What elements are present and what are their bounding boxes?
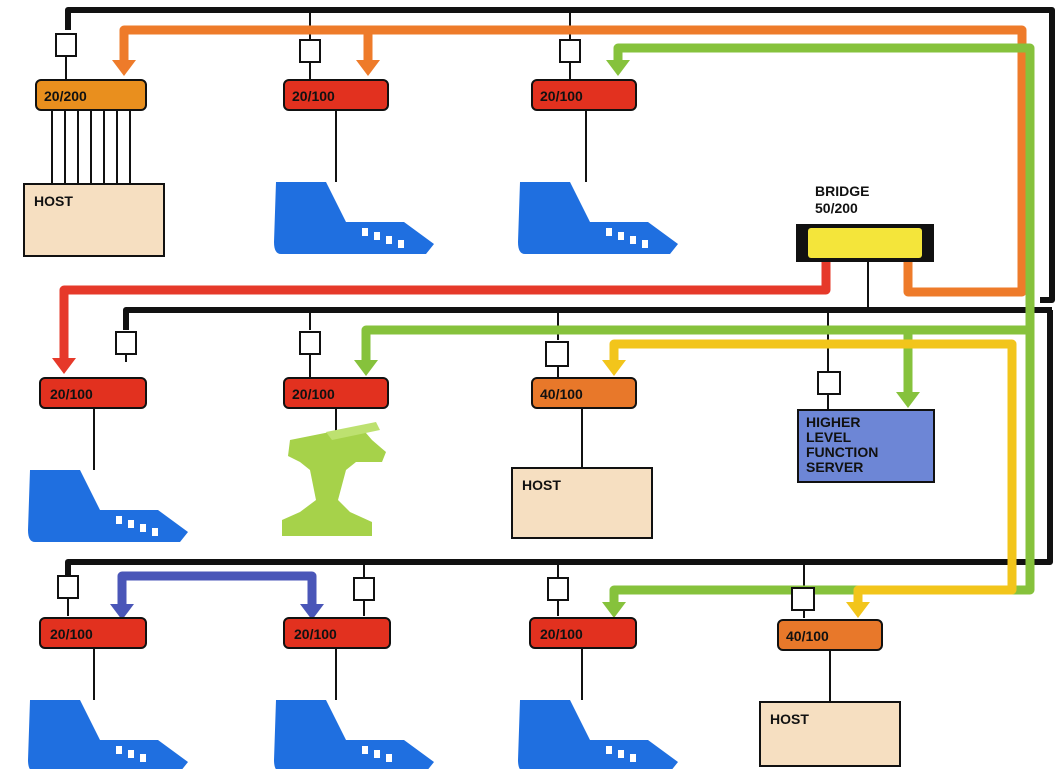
- unit-8: 20/100: [283, 617, 391, 649]
- server-label-line1: HIGHER: [806, 414, 860, 430]
- yellow-path: [609, 339, 1017, 605]
- keyboard-terminal-icon: [274, 182, 434, 254]
- unit-label: 20/100: [292, 88, 335, 104]
- host-1: HOST: [23, 183, 165, 257]
- host-label: HOST: [34, 193, 73, 209]
- server-label-line3: FUNCTION: [806, 444, 878, 460]
- host-2: HOST: [511, 467, 653, 539]
- bus-taps: [55, 33, 841, 611]
- bus-top: [65, 7, 1055, 303]
- green-path: [609, 43, 1035, 605]
- bus-tap-icon: [547, 577, 569, 601]
- arrow-head-icon: [354, 360, 378, 376]
- arrow-heads: [52, 60, 920, 620]
- arrow-head-icon: [52, 358, 76, 374]
- unit-label: 20/200: [44, 88, 87, 104]
- bus-tap-icon: [115, 331, 137, 355]
- keyboard-terminal-icon: [28, 700, 188, 769]
- unit-2: 20/100: [283, 79, 389, 111]
- orange-path: [119, 25, 1027, 297]
- bus-tap-icon: [559, 39, 581, 63]
- server-label-line2: LEVEL: [806, 429, 852, 445]
- unit-10: 40/100: [777, 619, 883, 651]
- arrow-head-icon: [846, 602, 870, 618]
- terminal-key-details: [116, 228, 648, 762]
- unit-5: 20/100: [283, 377, 389, 409]
- unit-label: 40/100: [786, 628, 829, 644]
- keyboard-terminal-icon: [274, 700, 434, 769]
- bridge-rating: 50/200: [815, 200, 858, 216]
- server-label-line4: SERVER: [806, 459, 863, 475]
- unit-label: 20/100: [540, 88, 583, 104]
- unit-4: 20/100: [39, 377, 147, 409]
- host-cable-bundle: [51, 110, 131, 184]
- unit-label: 20/100: [50, 386, 93, 402]
- bus-tap-icon: [57, 575, 79, 599]
- keyboard-terminal-icon: [518, 700, 678, 769]
- bus-tap-icon: [55, 33, 77, 57]
- arrow-head-icon: [356, 60, 380, 76]
- bus-tap-icon: [791, 587, 815, 611]
- joystick-icon: [282, 422, 386, 536]
- unit-label: 20/100: [540, 626, 583, 642]
- arrow-head-icon: [606, 60, 630, 76]
- host-3: HOST: [759, 701, 901, 767]
- bus-tap-icon: [817, 371, 841, 395]
- interface-units: 20/200 20/100 20/100 20/100 20/100 40/10…: [35, 79, 883, 651]
- bus-tap-icon: [299, 331, 321, 355]
- blue-path: [117, 571, 317, 606]
- arrow-head-icon: [602, 602, 626, 618]
- unit-6: 40/100: [531, 377, 637, 409]
- tap-drops: [65, 12, 869, 702]
- bus-middle: [123, 307, 1052, 330]
- bus-tap-icon: [545, 341, 569, 367]
- arrow-head-icon: [112, 60, 136, 76]
- higher-level-function-server: HIGHER LEVEL FUNCTION SERVER: [797, 409, 935, 483]
- host-label: HOST: [770, 711, 809, 727]
- unit-label: 20/100: [50, 626, 93, 642]
- host-label: HOST: [522, 477, 561, 493]
- unit-label: 40/100: [540, 386, 583, 402]
- bus-wires: [65, 7, 1055, 580]
- red-path: [59, 262, 831, 360]
- arrow-head-icon: [110, 604, 134, 620]
- bus-bottom: [65, 310, 1053, 580]
- unit-9: 20/100: [529, 617, 637, 649]
- unit-label: 20/100: [294, 626, 337, 642]
- bus-tap-icon: [353, 577, 375, 601]
- bus-tap-icon: [299, 39, 321, 63]
- arrow-head-icon: [300, 604, 324, 620]
- unit-label: 20/100: [292, 386, 335, 402]
- arrow-head-icon: [896, 392, 920, 408]
- bridge-label: BRIDGE: [815, 183, 869, 199]
- green-path-mid: [361, 325, 1030, 362]
- arrow-head-icon: [602, 360, 626, 376]
- unit-1: 20/200: [35, 79, 147, 111]
- unit-3: 20/100: [531, 79, 637, 111]
- keyboard-terminal-icon: [28, 470, 188, 542]
- bridge: BRIDGE 50/200: [796, 183, 934, 262]
- keyboard-terminal-icon: [518, 182, 678, 254]
- unit-7: 20/100: [39, 617, 147, 649]
